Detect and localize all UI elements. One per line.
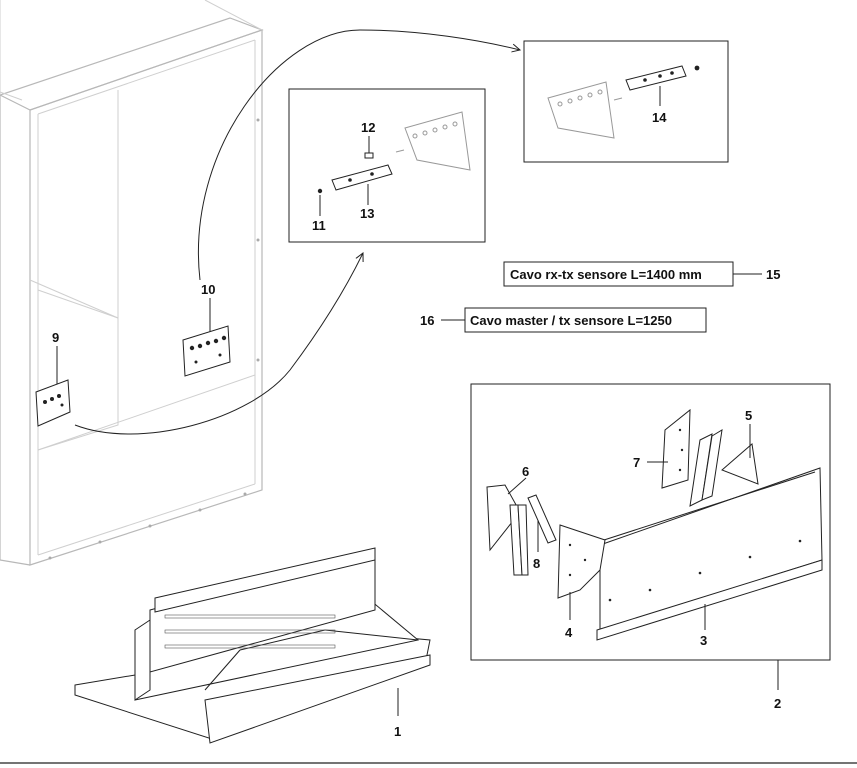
side-7	[661, 408, 691, 489]
screw-14	[694, 65, 700, 71]
panel-3	[596, 467, 823, 641]
label-14: 14	[652, 110, 667, 125]
pin-12	[364, 152, 374, 159]
label-13: 13	[360, 206, 374, 221]
hood-assembly-1	[74, 547, 431, 744]
arrow-to-detail-14	[198, 29, 520, 281]
label-1: 1	[394, 724, 401, 739]
label-3: 3	[700, 633, 707, 648]
cable-rx-tx-label: Cavo rx-tx sensore L=1400 mm	[510, 267, 702, 282]
side-4	[557, 524, 606, 599]
label-9: 9	[52, 330, 59, 345]
arrow-to-detail-11-13	[74, 253, 363, 435]
label-11: 11	[312, 218, 326, 233]
cabinet-outline	[0, 0, 264, 566]
screw-11	[317, 188, 323, 194]
side-5	[689, 429, 759, 507]
plate-detail-left	[404, 111, 471, 171]
bracket-9	[35, 379, 71, 427]
label-8: 8	[533, 556, 540, 571]
label-10: 10	[201, 282, 215, 297]
label-12: 12	[361, 120, 375, 135]
label-4: 4	[565, 625, 573, 640]
label-15: 15	[766, 267, 780, 282]
side-6	[486, 484, 529, 576]
label-16: 16	[420, 313, 434, 328]
plate-detail-right	[547, 81, 615, 139]
cable-master-tx-box	[464, 307, 707, 333]
cable-master-tx-label: Cavo master / tx sensore L=1250	[470, 313, 672, 328]
bar-13	[331, 164, 393, 191]
label-7: 7	[633, 455, 640, 470]
bar-14	[625, 65, 687, 91]
label-2: 2	[774, 696, 781, 711]
label-6: 6	[522, 464, 529, 479]
strip-8	[527, 494, 557, 544]
label-5: 5	[745, 408, 752, 423]
bracket-10	[182, 325, 231, 377]
